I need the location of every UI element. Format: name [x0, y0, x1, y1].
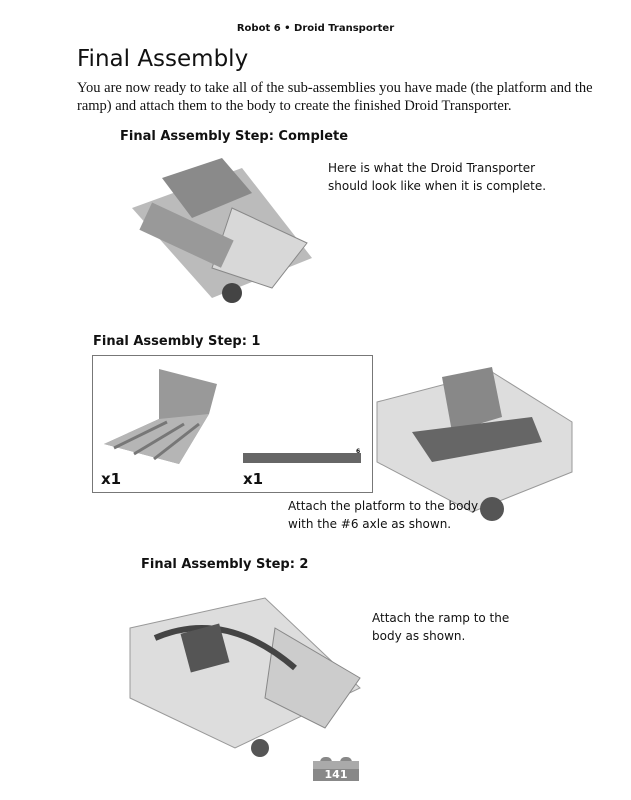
step-1-caption: Attach the platform to the body with the…: [288, 497, 478, 533]
step-complete-caption: Here is what the Droid Transporter shoul…: [328, 159, 546, 195]
intro-paragraph: You are now ready to take all of the sub…: [77, 80, 593, 114]
platform-qty: x1: [101, 470, 122, 488]
step-complete-label: Final Assembly Step: Complete: [120, 129, 349, 144]
step-1-label: Final Assembly Step: 1: [93, 334, 261, 349]
platform-part-image: [104, 369, 217, 464]
caption-line: Attach the platform to the body: [288, 499, 479, 513]
step-2-caption: Attach the ramp to the body as shown.: [372, 609, 509, 645]
axle-length: 6: [356, 448, 361, 455]
page-number: 141: [313, 769, 359, 781]
step-2-model-image: [129, 597, 361, 757]
axle-part-image: [243, 453, 361, 463]
caption-line: with the #6 axle as shown.: [288, 517, 452, 531]
caption-line: should look like when it is complete.: [328, 179, 547, 193]
parts-list-box: x1 6 x1: [92, 355, 373, 493]
step-1-model-image: [376, 367, 573, 521]
caption-line: body as shown.: [372, 629, 466, 643]
axle-qty: x1: [243, 470, 264, 488]
section-title: Final Assembly: [77, 46, 249, 72]
page-number-brick: 141: [313, 757, 359, 781]
caption-line: Here is what the Droid Transporter: [328, 161, 536, 175]
running-header: Robot 6 • Droid Transporter: [236, 23, 395, 34]
caption-line: Attach the ramp to the: [372, 611, 510, 625]
step-2-label: Final Assembly Step: 2: [141, 557, 309, 572]
complete-model-image: [132, 158, 312, 303]
